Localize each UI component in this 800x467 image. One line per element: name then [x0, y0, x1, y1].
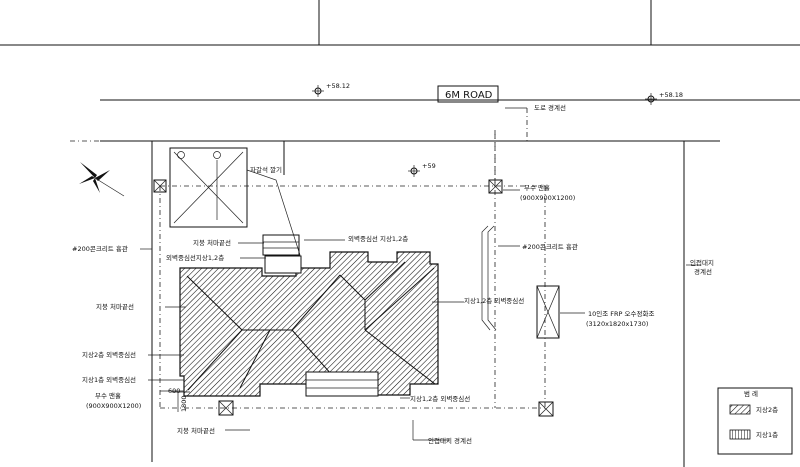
callout-texts: 도로 경계선 부수 맨홀 (900X900X1200) #200콘크리트 흉관 … — [72, 103, 714, 445]
dimensions: 600 1800 — [168, 387, 190, 412]
neighbor-line-label: 인접대지 — [690, 258, 714, 267]
parking-area: 자갈석 깔기 — [169, 147, 282, 228]
elevation-markers: +58.12 +58.18 +59 — [312, 82, 683, 177]
legend: 범 례 지상2층 지상1층 — [717, 387, 793, 455]
wall-center-label: 외벽중심선지상1,2층 — [166, 253, 224, 262]
side-pipe — [481, 225, 497, 331]
elevation-left: +58.12 — [326, 82, 350, 90]
leader-lines — [140, 107, 698, 441]
legend-swatch-floor2 — [729, 404, 751, 415]
road-label-text: 6M ROAD — [445, 90, 493, 101]
bottom-wall-label: 지상1,2층 외벽중심선 — [410, 394, 470, 403]
wall-1-2-label: 외벽중심선 지상1,2층 — [348, 234, 408, 243]
manholes — [153, 179, 554, 417]
road-label: 6M ROAD — [437, 85, 499, 103]
elevation-center: +59 — [422, 162, 436, 170]
drainage-lines — [159, 108, 546, 409]
elevation-right: +58.18 — [659, 91, 683, 99]
road-boundary-label: 도로 경계선 — [534, 103, 566, 112]
neighbor-line-label-2: 경계선 — [694, 267, 712, 276]
bottom-eave-label: 지붕 처마끝선 — [177, 426, 215, 435]
legend-title: 범 례 — [744, 389, 758, 398]
septic-size: (3120x1820x1730) — [586, 320, 648, 328]
legend-swatch-floor1 — [729, 429, 751, 440]
garden-label: 자갈석 깔기 — [250, 165, 282, 174]
legend-label-floor2: 지상2층 — [756, 405, 778, 414]
left-eave-label: 지붕 처마끝선 — [96, 302, 134, 311]
floor2-wall-label: 지상2층 외벽중심선 — [82, 350, 136, 359]
floor1-wall-label: 지상1층 외벽중심선 — [82, 375, 136, 384]
tank-bottom-label: 부수 맨홀 — [95, 391, 121, 400]
pipe-right-label: #200콘크리트 흉관 — [522, 242, 578, 251]
roof-eave-top-label: 지붕 처마끝선 — [193, 238, 231, 247]
tank-top-size: (900X900X1200) — [520, 194, 575, 202]
right-wall-label: 지상1,2층 외벽중심선 — [464, 296, 524, 305]
tank-bottom-size: (900X900X1200) — [86, 402, 141, 410]
legend-label-floor1: 지상1층 — [756, 430, 778, 439]
septic-label: 10인조 FRP 오수정화조 — [588, 309, 654, 318]
pipe-left-label: #200콘크리트 흉관 — [72, 244, 128, 253]
tank-top-label: 부수 맨홀 — [524, 183, 550, 192]
septic-tank — [536, 285, 560, 339]
north-arrow-icon — [79, 162, 125, 197]
dim-600: 600 — [168, 387, 180, 395]
bottom-neighbor-label: 인접대지 경계선 — [428, 436, 472, 445]
dim-1800: 1800 — [180, 395, 188, 412]
house-footprint — [179, 251, 439, 397]
